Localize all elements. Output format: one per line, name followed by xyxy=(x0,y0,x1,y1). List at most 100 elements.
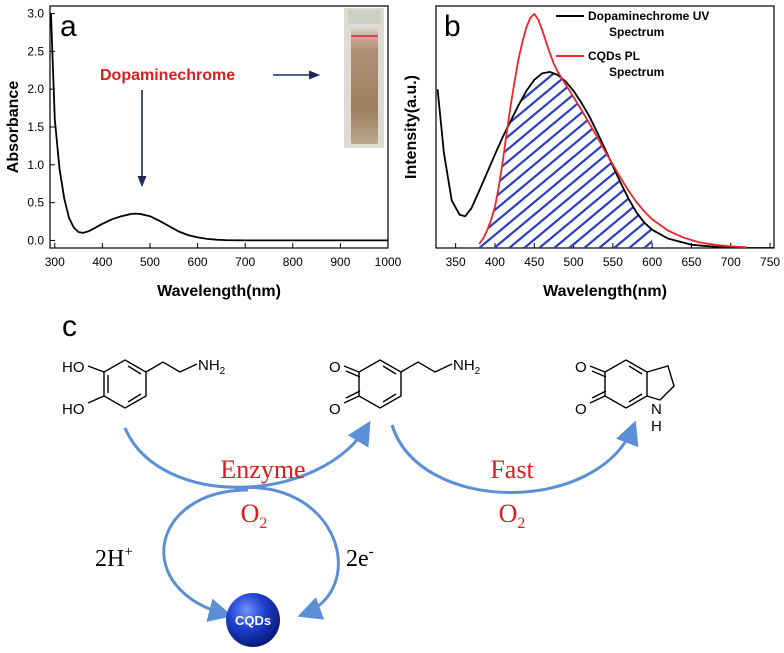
hatch-line xyxy=(583,71,653,248)
panel-a-ytick-label: 2.0 xyxy=(27,82,44,96)
cuvette-cap xyxy=(348,10,381,24)
panel-a-letter: a xyxy=(60,10,77,43)
proton-arrow xyxy=(162,488,249,622)
hatch-line xyxy=(659,48,784,248)
chrome-double-bond-2 xyxy=(628,393,643,403)
legend-label-pl-line2: Spectrum xyxy=(609,65,664,79)
hatch-line xyxy=(479,71,630,248)
hatch-line xyxy=(689,48,784,248)
quinone-amine-sub: 2 xyxy=(475,366,481,377)
hatch-line xyxy=(553,71,653,248)
hatch-line xyxy=(704,48,784,248)
hatch-line xyxy=(643,71,653,248)
dopamine-ho-bottom: HO xyxy=(62,401,85,418)
hatch-line xyxy=(538,71,653,248)
panel-a-xtick-label: 700 xyxy=(235,255,255,269)
dopaminequinone-structure xyxy=(343,359,453,409)
quinone-side-chain xyxy=(400,361,453,373)
fast-o2-sub: 2 xyxy=(517,515,525,532)
panel-a-series-line-0 xyxy=(50,13,388,242)
proton-label: 2H+ xyxy=(95,544,133,572)
quinone-amine-text: NH xyxy=(453,357,475,374)
legend-label-pl-line1: CQDs PL xyxy=(588,49,640,63)
panel-b-xtick-label: 500 xyxy=(564,255,584,269)
fast-reaction-arrow xyxy=(390,420,639,494)
panel-a-xlabel: Wavelength(nm) xyxy=(157,283,281,300)
hatch-line xyxy=(749,48,784,248)
electron-label-text: 2e xyxy=(346,546,369,572)
electron-label-sup: - xyxy=(369,544,374,560)
quinone-co-top-double xyxy=(345,370,361,378)
panel-a-xtick-label: 800 xyxy=(283,255,303,269)
panel-b-xtick-label: 650 xyxy=(681,255,701,269)
panel-a-ytick-label: 3.0 xyxy=(27,7,44,21)
quinone-co-top xyxy=(343,365,360,373)
dopaminechrome-annotation: Dopaminechrome xyxy=(100,67,235,84)
chrome-five-ring xyxy=(646,365,675,401)
panel-a-ytick-label: 0.0 xyxy=(27,233,44,247)
quinone-double-bond-2 xyxy=(382,393,397,403)
proton-label-sup: + xyxy=(124,544,132,560)
panel-a-xtick-label: 600 xyxy=(188,255,208,269)
electron-arrow xyxy=(234,485,340,620)
panel-a-series xyxy=(50,13,388,242)
quinone-o-bottom: O xyxy=(329,401,341,418)
dopamine-bond-oh-top xyxy=(87,365,105,373)
dopamine-ho-top: HO xyxy=(62,359,85,376)
hatch-line xyxy=(479,71,600,248)
chrome-co-bottom xyxy=(589,395,606,404)
panel-b-xtick-label: 700 xyxy=(721,255,741,269)
dopamine-side-chain xyxy=(145,361,198,373)
panel-a-frame xyxy=(49,5,389,249)
chrome-n: N xyxy=(651,401,662,418)
hatch-line xyxy=(479,71,653,248)
panel-b-xtick-label: 350 xyxy=(446,255,466,269)
overlap-hatch-lines xyxy=(479,48,784,248)
overlap-hatch-region xyxy=(479,48,784,248)
quinone-co-bottom-double xyxy=(345,390,361,399)
panel-b-xtick-label: 550 xyxy=(603,255,623,269)
dopamine-bond-oh-bottom xyxy=(87,395,105,404)
hatch-line xyxy=(734,48,784,248)
panel-a-ytick-label: 1.5 xyxy=(27,120,44,134)
quinone-amine: NH2 xyxy=(453,357,481,377)
legend-label-uv-line1: Dopaminechrome UV xyxy=(588,9,709,23)
chrome-o-bottom: O xyxy=(575,401,587,418)
chrome-co-top xyxy=(589,365,606,373)
panel-a-ytick-label: 1.0 xyxy=(27,158,44,172)
cqds-sphere-icon xyxy=(226,593,280,647)
chrome-double-bond-1 xyxy=(628,365,643,375)
enzyme-o2-text: O xyxy=(241,499,260,528)
hatch-line xyxy=(674,48,784,248)
proton-label-text: 2H xyxy=(95,546,124,572)
chrome-co-bottom-double xyxy=(591,390,607,399)
chrome-six-ring xyxy=(604,359,648,409)
panel-b-frame xyxy=(435,5,775,249)
enzyme-label: Enzyme xyxy=(220,455,305,484)
panel-b-series-line-1 xyxy=(478,13,747,248)
panel-b-series-line-0 xyxy=(436,71,774,248)
legend-label-uv-line2: Spectrum xyxy=(609,25,664,39)
chrome-co-top-double xyxy=(591,370,607,378)
panel-b-xtick-label: 450 xyxy=(524,255,544,269)
dopamine-amine-sub: 2 xyxy=(220,366,226,377)
panel-a-ytick-label: 2.5 xyxy=(27,44,44,58)
cuvette-photo-inset xyxy=(344,8,384,148)
panel-b-xlabel: Wavelength(nm) xyxy=(543,283,667,300)
panel-b-xtick-label: 400 xyxy=(485,255,505,269)
dopamine-double-bond-2 xyxy=(127,393,142,403)
hatch-line xyxy=(479,71,653,248)
panel-a-xtick-label: 300 xyxy=(45,255,65,269)
hatch-line xyxy=(479,71,510,248)
panel-c-letter: c xyxy=(62,310,77,343)
dopamine-double-bond-1 xyxy=(127,365,142,375)
panel-b-xtick-label: 600 xyxy=(642,255,662,269)
cuvette-liquid xyxy=(351,28,378,144)
dopamine-ring xyxy=(103,359,147,409)
cqds-sphere-label: CQDs xyxy=(235,613,271,628)
hatch-line xyxy=(779,48,784,248)
